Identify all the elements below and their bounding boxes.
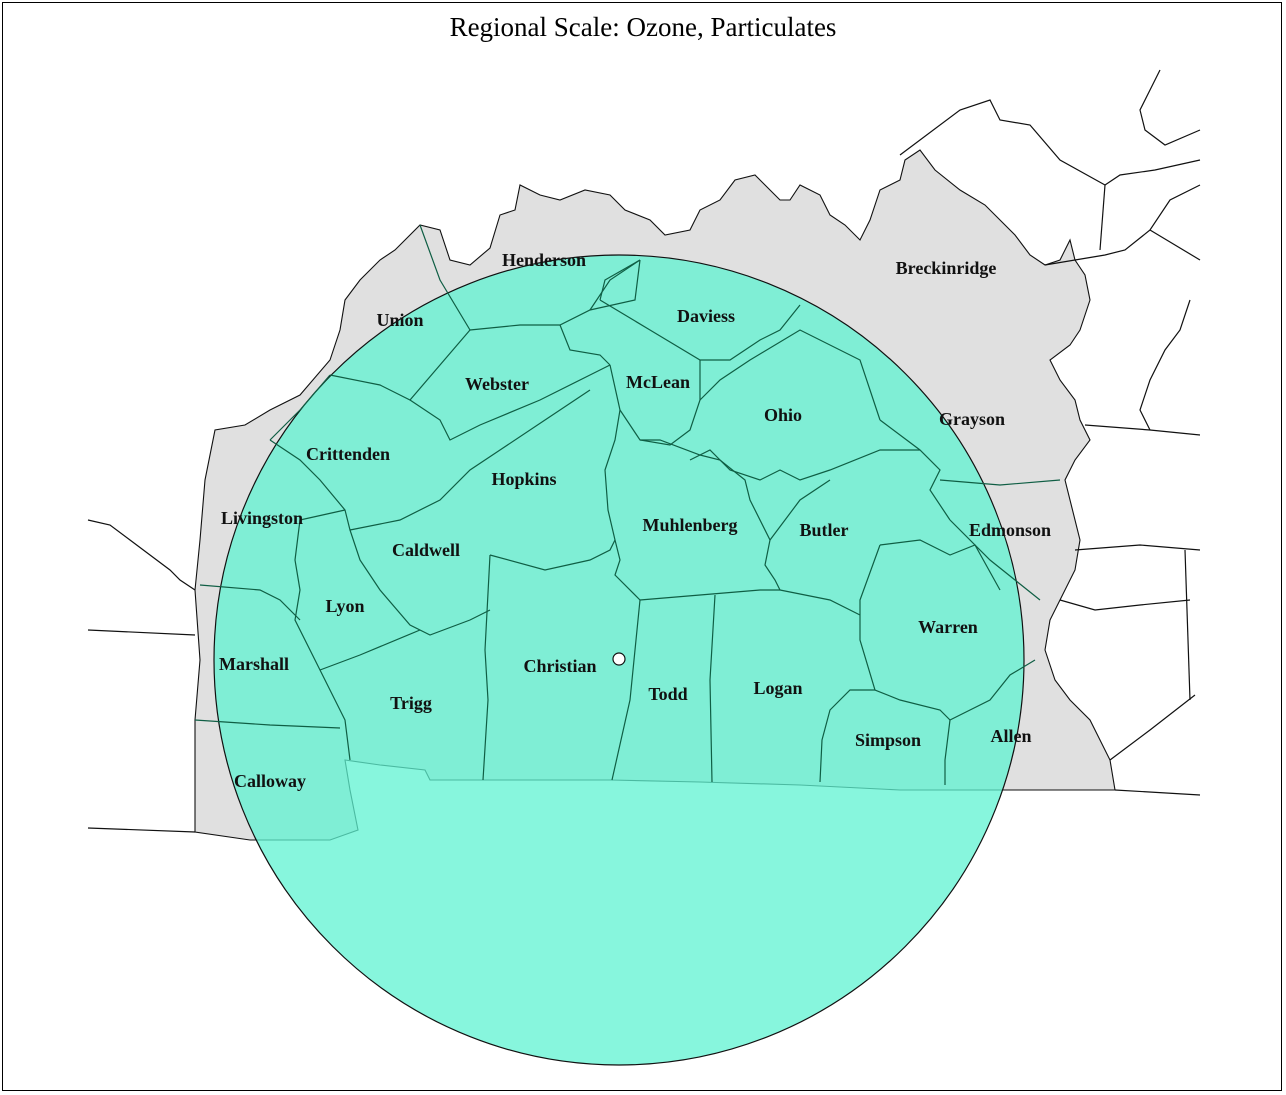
label-christian: Christian xyxy=(523,656,596,676)
label-henderson: Henderson xyxy=(502,250,586,270)
label-trigg: Trigg xyxy=(390,693,432,713)
label-crittenden: Crittenden xyxy=(306,444,390,464)
map-title: Regional Scale: Ozone, Particulates xyxy=(449,12,837,42)
label-marshall: Marshall xyxy=(219,654,289,674)
label-webster: Webster xyxy=(465,374,529,394)
monitor-site-marker xyxy=(612,652,626,666)
label-calloway: Calloway xyxy=(234,771,306,791)
county-boundaries xyxy=(194,224,1061,785)
label-allen: Allen xyxy=(990,726,1031,746)
label-breckinridge: Breckinridge xyxy=(896,258,997,278)
label-lyon: Lyon xyxy=(325,596,364,616)
label-logan: Logan xyxy=(753,678,802,698)
outer-boundaries xyxy=(87,69,1201,833)
county-labels: Henderson Union Daviess Breckinridge Web… xyxy=(219,250,1051,791)
label-edmonson: Edmonson xyxy=(969,520,1051,540)
label-hopkins: Hopkins xyxy=(491,469,556,489)
label-daviess: Daviess xyxy=(677,306,735,326)
label-caldwell: Caldwell xyxy=(392,540,460,560)
label-ohio: Ohio xyxy=(764,405,802,425)
label-warren: Warren xyxy=(918,617,978,637)
label-simpson: Simpson xyxy=(855,730,921,750)
label-livingston: Livingston xyxy=(221,508,303,528)
label-muhlenberg: Muhlenberg xyxy=(642,515,737,535)
label-butler: Butler xyxy=(800,520,849,540)
label-todd: Todd xyxy=(648,684,687,704)
label-grayson: Grayson xyxy=(939,409,1005,429)
label-mclean: McLean xyxy=(626,372,690,392)
label-union: Union xyxy=(376,310,423,330)
